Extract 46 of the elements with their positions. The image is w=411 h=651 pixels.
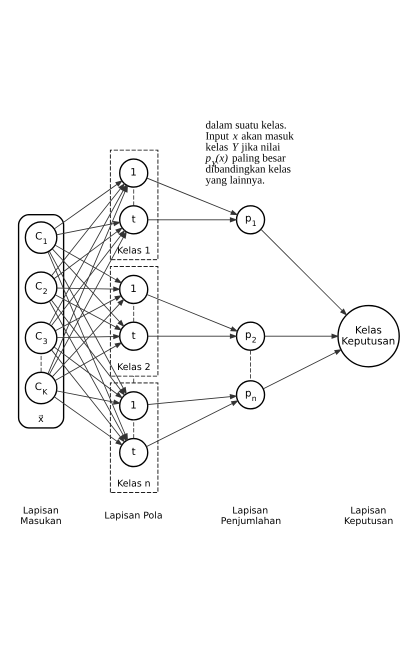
node-circle: t xyxy=(119,437,148,467)
arrow xyxy=(56,286,121,292)
node-circle: t xyxy=(119,204,148,234)
node-circle: 1 xyxy=(119,390,148,420)
arrow xyxy=(56,220,122,235)
arrow xyxy=(52,248,125,327)
arrow xyxy=(54,342,122,381)
arrow xyxy=(260,228,348,316)
connector xyxy=(133,419,134,438)
node-circle: 1 xyxy=(119,274,148,304)
node-circle: C$_{1}$ xyxy=(24,220,58,254)
connector xyxy=(133,302,134,322)
label: Lapisan Masukan xyxy=(20,505,62,526)
arrow xyxy=(52,298,125,377)
arrow xyxy=(54,244,122,284)
arrow xyxy=(262,348,342,389)
connector xyxy=(250,350,251,381)
arrow xyxy=(147,333,238,338)
arrow xyxy=(54,226,123,279)
arrow xyxy=(264,333,340,338)
arrow xyxy=(54,396,123,446)
node-circle: t xyxy=(119,321,148,350)
node-circle: 1 xyxy=(119,158,148,188)
node-circle: p$_{1}$ xyxy=(236,204,266,234)
label: Lapisan Penjumlahan xyxy=(220,505,282,526)
label: Lapisan Keputusan xyxy=(344,505,394,526)
node-circle: p$_{2}$ xyxy=(236,321,266,350)
arrow xyxy=(54,346,123,398)
node-circle: C$_{3}$ xyxy=(24,321,58,354)
node-circle: C$_{2}$ xyxy=(24,270,58,304)
node-circle: C$_{K}$ xyxy=(24,371,58,404)
arrow xyxy=(56,333,121,339)
connector xyxy=(133,375,134,383)
arrow xyxy=(147,216,238,222)
arrow xyxy=(146,400,239,447)
arrow xyxy=(51,349,126,442)
arrow xyxy=(146,177,238,215)
arrow xyxy=(56,390,122,404)
arrow xyxy=(146,294,238,332)
label: dalam suatu kelas. Input x akan masuk kelas Y jika nilai p$_{Y}$(x) paling besar dibandingkan kelas yang lainnya. xyxy=(206,118,294,186)
node-circle: Kelas Keputusan xyxy=(337,304,400,367)
arrow xyxy=(50,299,126,396)
arrow xyxy=(54,180,123,229)
arrow xyxy=(147,394,238,405)
label: Lapisan Pola xyxy=(104,510,163,522)
node-circle: p$_{n}$ xyxy=(236,380,266,410)
